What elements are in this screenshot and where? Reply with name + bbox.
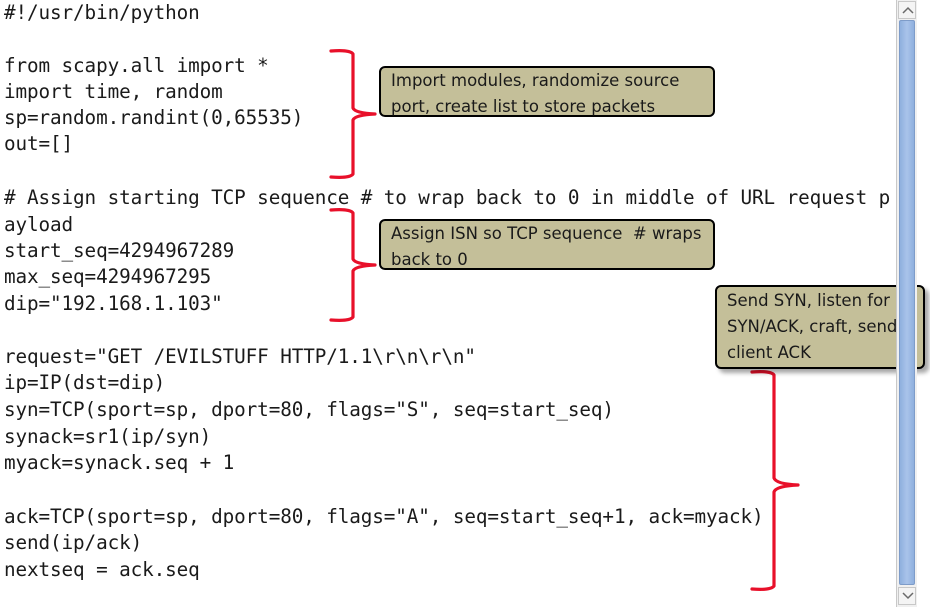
callout-imports-line-2: port, create list to store packets — [391, 97, 656, 116]
code-line-1: #!/usr/bin/python — [4, 1, 200, 24]
code-line-14: request="GET /EVILSTUFF HTTP/1.1\r\n\r\n… — [4, 345, 476, 368]
code-line-18: myack=synack.seq + 1 — [4, 451, 235, 474]
callout-isn: Assign ISN so TCP sequence # wraps back … — [379, 219, 715, 270]
callout-syn-line-2: SYN/ACK, craft, send — [727, 317, 898, 336]
up-arrow-icon — [902, 6, 914, 14]
scroll-up-button[interactable] — [898, 1, 916, 19]
down-arrow-icon — [902, 592, 914, 600]
code-line-16: syn=TCP(sport=sp, dport=80, flags="S", s… — [4, 398, 614, 421]
code-line-20: ack=TCP(sport=sp, dport=80, flags="A", s… — [4, 505, 764, 528]
bracket-imports — [329, 49, 377, 179]
code-line-11: max_seq=4294967295 — [4, 265, 212, 288]
callout-syn-line-3: client ACK — [727, 343, 811, 362]
code-line-9: ayload — [4, 213, 74, 236]
code-line-21: send(ip/ack) — [4, 531, 143, 554]
code-line-5: sp=random.randint(0,65535) — [4, 106, 304, 129]
code-line-15: ip=IP(dst=dip) — [4, 371, 166, 394]
code-line-8: # Assign starting TCP sequence # to wrap… — [4, 186, 891, 209]
scroll-down-button[interactable] — [898, 587, 916, 605]
callout-syn: Send SYN, listen for SYN/ACK, craft, sen… — [715, 285, 925, 369]
callout-imports-line-1: Import modules, randomize source — [391, 71, 680, 90]
code-line-17: synack=sr1(ip/syn) — [4, 425, 212, 448]
code-line-10: start_seq=4294967289 — [4, 239, 235, 262]
callout-imports: Import modules, randomize source port, c… — [379, 66, 715, 117]
callout-isn-line-2: back to 0 — [391, 250, 468, 269]
callout-syn-line-1: Send SYN, listen for — [727, 291, 890, 310]
vertical-scrollbar[interactable] — [896, 0, 917, 607]
code-line-12: dip="192.168.1.103" — [4, 292, 223, 315]
code-line-22: nextseq = ack.seq — [4, 558, 200, 581]
callout-isn-line-1: Assign ISN so TCP sequence # wraps — [391, 224, 702, 243]
scrollbar-thumb[interactable] — [899, 20, 915, 585]
code-line-3: from scapy.all import * — [4, 54, 269, 77]
code-line-6: out=[] — [4, 132, 74, 155]
bracket-isn — [329, 208, 377, 322]
bracket-syn — [750, 370, 800, 591]
code-line-4: import time, random — [4, 80, 223, 103]
